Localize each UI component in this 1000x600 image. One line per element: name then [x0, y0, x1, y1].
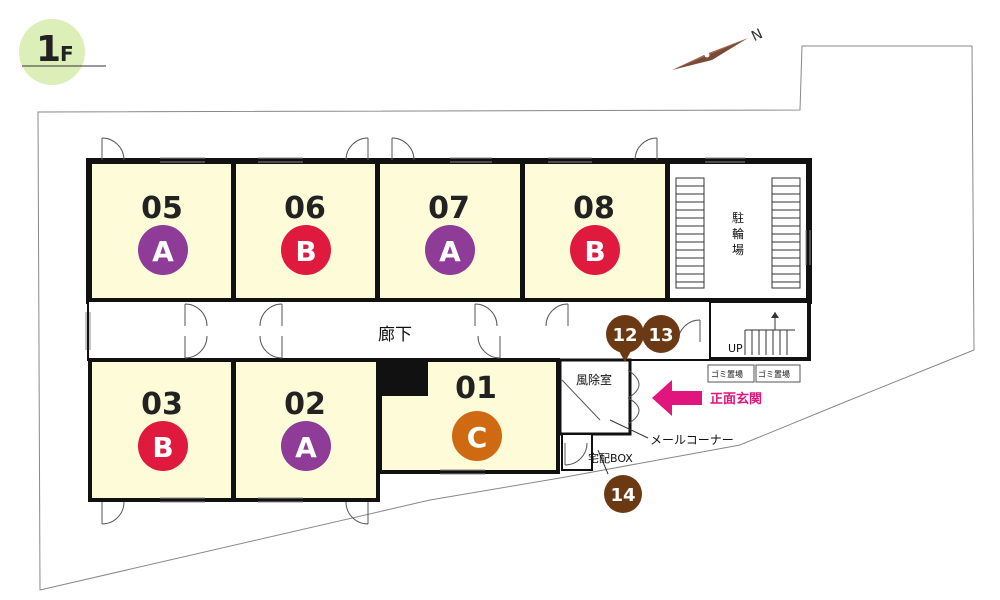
- room-number-07: 07: [428, 191, 470, 226]
- room-number-05: 05: [141, 191, 183, 226]
- room-type-label-02: A: [295, 431, 317, 464]
- room-type-label-01: C: [467, 421, 488, 454]
- bicycle-parking-label-3: 場: [732, 243, 744, 257]
- delivery-box-area: [561, 433, 593, 471]
- room-type-label-07: A: [439, 235, 461, 268]
- stairs-up-label: UP: [728, 342, 743, 355]
- stair-steps: [744, 312, 795, 355]
- windows: [85, 157, 811, 503]
- room-number-08: 08: [573, 191, 615, 226]
- floor-badge-circle: [19, 19, 85, 85]
- floor-number: 1: [36, 29, 61, 70]
- bicycle-parking-label-2: 輪: [732, 226, 744, 241]
- room-type-label-06: B: [295, 235, 316, 268]
- room-type-label-03: B: [152, 431, 173, 464]
- marker-13: 13: [642, 315, 680, 353]
- room-number-02: 02: [284, 387, 326, 422]
- room-type-badge-01: C: [452, 411, 502, 461]
- garbage-area-1-label: ゴミ置場: [711, 369, 743, 379]
- mail-corner-label: メールコーナー: [650, 433, 734, 447]
- compass-icon: N: [672, 26, 765, 70]
- compass-north-label: N: [749, 26, 765, 45]
- marker-13-label: 13: [648, 325, 673, 346]
- delivery-box-label: 宅配BOX: [588, 451, 633, 465]
- vestibule: [558, 358, 632, 436]
- pipe-shaft: [380, 360, 428, 396]
- room-type-badge-06: B: [281, 225, 331, 275]
- entrance-arrow-icon: [652, 380, 702, 416]
- room-number-01: 01: [455, 371, 497, 406]
- marker-12: 12: [606, 315, 644, 362]
- floor-badge: 1 F: [19, 19, 106, 85]
- room-type-badge-02: A: [281, 421, 331, 471]
- room-number-06: 06: [284, 191, 326, 226]
- bicycle-rack-right: [771, 177, 801, 289]
- corridor-label: 廊下: [378, 325, 412, 345]
- room-type-badge-03: B: [138, 421, 188, 471]
- garbage-area-2: [755, 364, 801, 383]
- corridor-area: [87, 299, 811, 361]
- room-number-03: 03: [141, 387, 183, 422]
- site-boundary: [37, 45, 975, 591]
- garbage-area-2-label: ゴミ置場: [758, 369, 790, 379]
- bicycle-parking-label-1: 駐: [732, 210, 744, 225]
- floor-suffix: F: [60, 42, 74, 66]
- room-type-badge-05: A: [138, 225, 188, 275]
- marker-14-label: 14: [610, 485, 635, 506]
- marker-12-label: 12: [612, 325, 637, 346]
- room-type-badge-08: B: [570, 225, 620, 275]
- room-type-label-05: A: [152, 235, 174, 268]
- vestibule-label: 風除室: [576, 372, 612, 387]
- bicycle-rack-left: [675, 177, 705, 289]
- room-type-badge-07: A: [425, 225, 475, 275]
- marker-14: 14: [604, 475, 642, 513]
- main-entrance-label: 正面玄関: [710, 391, 762, 407]
- garbage-area-1: [707, 364, 755, 383]
- room-type-label-08: B: [584, 235, 605, 268]
